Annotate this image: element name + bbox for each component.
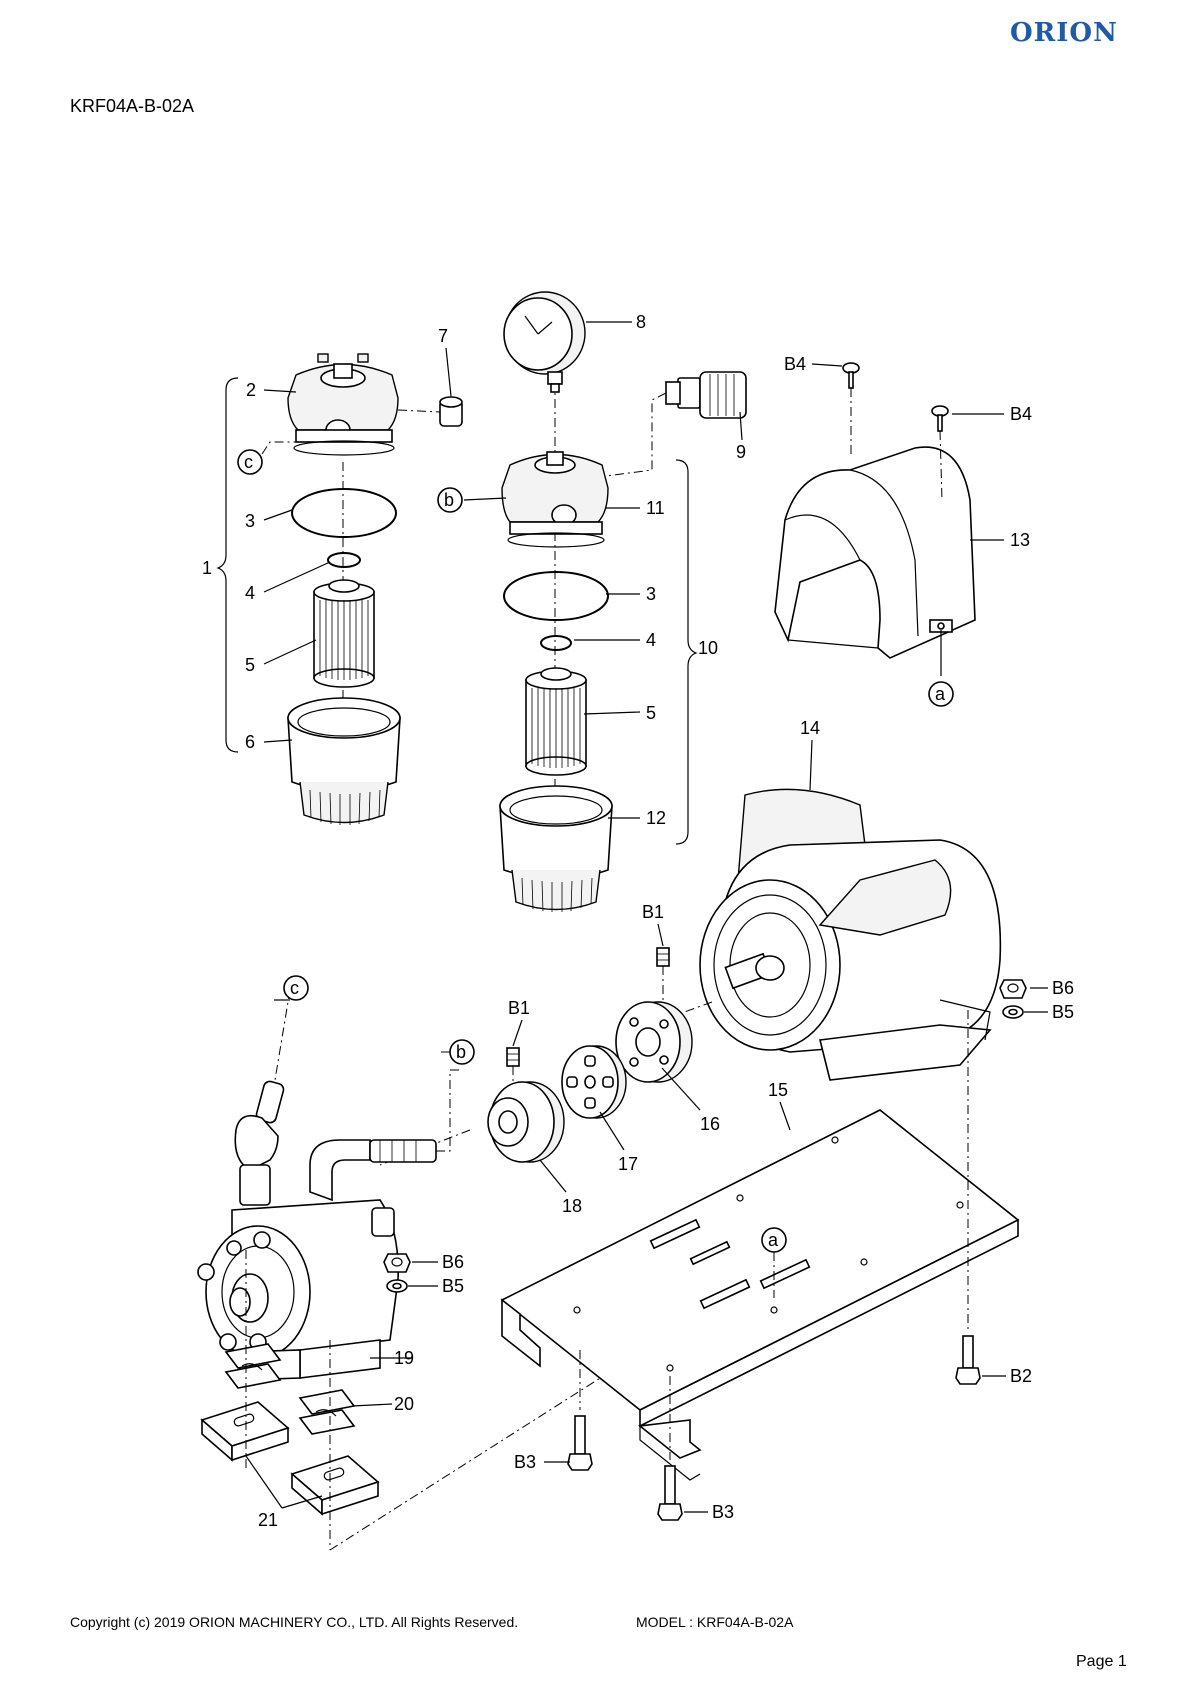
callout-14: 14	[800, 718, 820, 738]
bolt-b3-right	[657, 1376, 683, 1521]
o-ring-small-left	[327, 552, 361, 568]
callout-21: 21	[258, 1510, 278, 1530]
washer-b5-pump	[386, 1279, 408, 1293]
coupling-hub-18	[379, 1081, 565, 1166]
motor	[667, 788, 1002, 1081]
right-filter-assembly	[499, 291, 747, 912]
callout-13: 13	[1010, 530, 1030, 550]
shim-20	[298, 1389, 356, 1435]
callout-7: 7	[438, 326, 448, 346]
coupling-spider-17	[561, 1045, 627, 1119]
coupling-16	[615, 1001, 693, 1083]
callout-labels: 1 2 3 3 4 4 5 5 6 7 8 9 10 11 12 13 14 1…	[202, 312, 1074, 1530]
callout-5-left: 5	[245, 655, 255, 675]
fitting-9	[605, 371, 747, 477]
o-ring-small-right	[540, 635, 572, 651]
o-ring-large-right	[503, 571, 609, 621]
callout-b6-motor: B6	[1052, 978, 1074, 998]
callout-b4-top: B4	[784, 354, 806, 374]
pressure-gauge	[503, 291, 586, 393]
connector-c-pump: c	[283, 975, 309, 1001]
set-screw-b1-lower	[506, 1047, 520, 1096]
callout-10: 10	[698, 638, 718, 658]
svg-text:b: b	[456, 1042, 466, 1062]
callout-12: 12	[646, 808, 666, 828]
callout-19: 19	[394, 1348, 414, 1368]
nut-b6-motor	[999, 979, 1027, 999]
leader-lines	[245, 321, 1048, 1513]
page-number: Page 1	[1076, 1653, 1127, 1670]
nut-b6-pump	[383, 1253, 411, 1273]
callout-b5-motor: B5	[1052, 1002, 1074, 1022]
connector-b-pump: b	[440, 1039, 475, 1065]
fitting-7	[397, 396, 463, 427]
filter-bowl-left	[287, 697, 401, 825]
callout-b1-mid: B1	[508, 998, 530, 1018]
svg-text:c: c	[290, 978, 299, 998]
svg-text:a: a	[768, 1230, 779, 1250]
connector-markers: c b a c b a	[237, 441, 954, 1298]
callout-6: 6	[245, 732, 255, 752]
connector-c-filter: c	[237, 441, 300, 475]
motor-cover	[774, 362, 976, 659]
filter-element-right	[525, 667, 587, 776]
callout-1: 1	[202, 558, 212, 578]
svg-text:c: c	[244, 452, 253, 472]
set-screw-b1-upper	[656, 947, 670, 1010]
connector-b-filter: b	[437, 487, 463, 513]
model-label: MODEL : KRF04A-B-02A	[636, 1614, 794, 1630]
callout-b3-right: B3	[712, 1502, 734, 1522]
filter-cap-right	[501, 451, 609, 548]
filter-bowl-right	[499, 785, 613, 912]
left-filter-assembly	[216, 353, 463, 825]
copyright-notice: Copyright (c) 2019 ORION MACHINERY CO., …	[70, 1614, 519, 1630]
connector-a-base: a	[761, 1227, 787, 1298]
callout-11: 11	[646, 498, 665, 518]
callout-b3-left: B3	[514, 1452, 536, 1472]
callout-17: 17	[618, 1154, 638, 1174]
callout-16: 16	[700, 1114, 720, 1134]
screw-b4-right	[931, 405, 949, 501]
callout-4-right: 4	[646, 630, 656, 650]
callout-5-right: 5	[646, 703, 656, 723]
callout-3-left: 3	[245, 511, 255, 531]
callout-20: 20	[394, 1394, 414, 1414]
callout-2: 2	[246, 380, 256, 400]
o-ring-large-left	[291, 488, 397, 538]
mount-plate-21-right	[290, 1455, 380, 1516]
washer-b5-motor	[1002, 1005, 1024, 1019]
bolt-b3-left	[567, 1350, 593, 1471]
callout-b4-right: B4	[1010, 404, 1032, 424]
callout-18: 18	[562, 1196, 582, 1216]
svg-text:a: a	[935, 684, 946, 704]
callout-b2: B2	[1010, 1366, 1032, 1386]
callout-8: 8	[636, 312, 646, 332]
brand-logo: ORION	[1010, 18, 1118, 48]
callout-b6-pump: B6	[442, 1252, 464, 1272]
callout-15: 15	[768, 1080, 788, 1100]
callout-9: 9	[736, 442, 746, 462]
bolt-b2	[955, 1010, 981, 1385]
mount-plate-21-left	[200, 1401, 290, 1462]
base-plate	[500, 1109, 1020, 1481]
svg-text:b: b	[444, 490, 454, 510]
filter-element-left	[313, 579, 375, 688]
callout-4-left: 4	[245, 583, 255, 603]
pump	[197, 989, 462, 1381]
shim-19	[224, 1343, 282, 1389]
screw-b4-top	[842, 362, 860, 456]
callout-3-right: 3	[646, 584, 656, 604]
connector-a-cover: a	[928, 681, 954, 707]
filter-cap-left	[287, 353, 399, 456]
document-id: KRF04A-B-02A	[70, 96, 195, 116]
callout-b1-top: B1	[642, 902, 664, 922]
callout-b5-pump: B5	[442, 1276, 464, 1296]
